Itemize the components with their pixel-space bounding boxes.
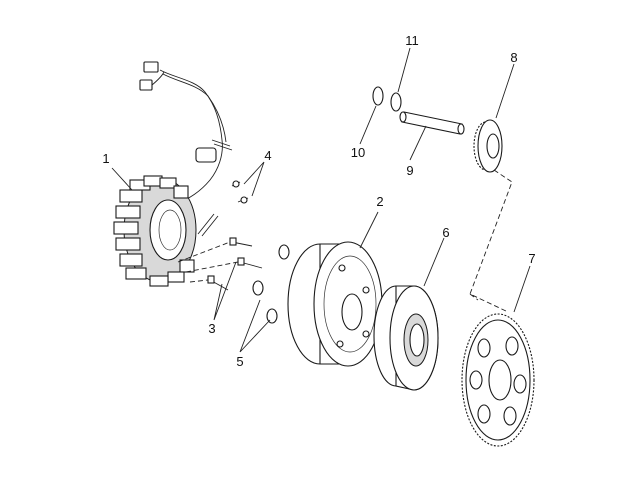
gear-hub [488, 359, 512, 401]
idler-shaft [399, 111, 465, 135]
stator-coil-teeth [113, 175, 195, 287]
callout-10: 10 [351, 145, 365, 160]
callout-7: 7 [528, 251, 535, 266]
flywheel-hub [341, 293, 363, 331]
callout-9: 9 [406, 163, 413, 178]
screw-4b [240, 196, 248, 204]
assembly-axis-line [469, 169, 513, 313]
callout-4: 4 [264, 148, 271, 163]
screws-part-4 [231, 180, 249, 204]
callout-11: 11 [405, 33, 419, 48]
wire-connector-bottom [139, 79, 153, 91]
wire-connector-top [143, 61, 159, 73]
wire-clip [211, 139, 233, 151]
clip-pin [197, 213, 215, 235]
starter-clutch [373, 285, 439, 391]
idler-gear [473, 119, 503, 173]
starter-gear [461, 313, 535, 447]
callout-3: 3 [208, 321, 215, 336]
callout-6: 6 [442, 225, 449, 240]
shaft-body [401, 111, 463, 135]
stator-assembly [113, 61, 233, 287]
stator-wire-2 [162, 73, 227, 143]
callout-5: 5 [236, 354, 243, 369]
screw-4a [232, 180, 240, 188]
connector-lead [151, 71, 165, 86]
leader-lines [111, 47, 531, 353]
callout-1: 1 [102, 151, 109, 166]
washer-part-11 [390, 92, 402, 112]
stator-wire [159, 69, 223, 206]
flywheel-rotor [287, 241, 383, 367]
bushings-part-5 [252, 244, 290, 324]
circlip-part-10 [372, 86, 384, 106]
wire-grommet [195, 147, 217, 163]
callout-2: 2 [376, 194, 383, 209]
stator-bore [149, 199, 187, 261]
callout-8: 8 [510, 50, 517, 65]
bolts-part-3 [177, 237, 263, 291]
